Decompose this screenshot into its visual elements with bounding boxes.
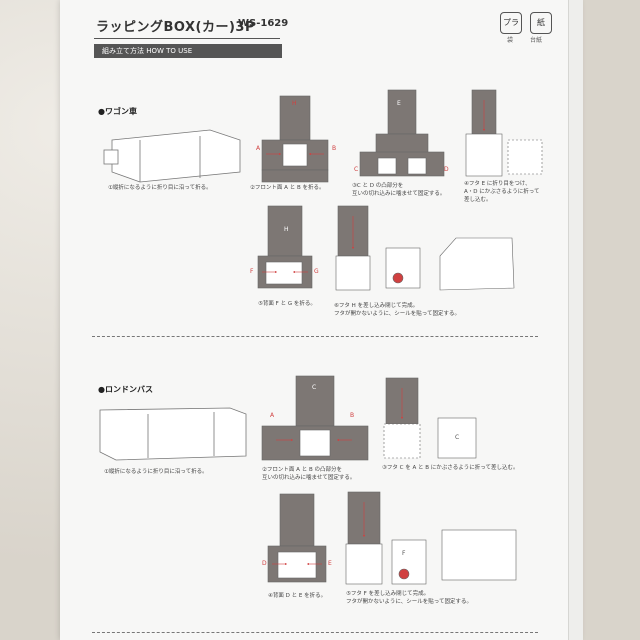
- label-c-wagon: C: [354, 166, 359, 173]
- section-divider: [92, 336, 538, 337]
- section-wagon-title: ●ワゴン車: [98, 107, 137, 116]
- label-e-wagon: H: [292, 100, 297, 107]
- label-b-bus: B: [350, 412, 355, 419]
- product-title: ラッピングBOX(カー)3P: [96, 20, 255, 35]
- title-rule: [94, 38, 280, 39]
- wagon-step2-caption: ②フロント面 A と B を折る。: [250, 185, 325, 191]
- wagon-step6-caption: ⑥フタ H を差し込み閉じて完成。 フタが開かないように、シールを貼って固定する…: [334, 303, 460, 317]
- wagon-step4-caption: ④フタ E に折り目をつけ、 A・D にかぶさるように折って 差し込む。: [464, 181, 540, 203]
- bus-step5-caption: ⑤フタ F を差し込み閉じて完成。 フタが開かないように、シールを貼って固定する…: [346, 591, 472, 605]
- bus-step3-diagram: [383, 377, 477, 459]
- bottom-divider: [92, 632, 538, 633]
- label-f-bus: F: [402, 550, 406, 557]
- recycle-pla-icon: プラ: [500, 12, 522, 34]
- product-code: WS-1629: [238, 18, 289, 29]
- bus-step4-caption: ④背面 D と E を折る。: [268, 593, 327, 599]
- sheet-edge: [568, 0, 583, 640]
- howto-bar: 組み立て方法 HOW TO USE: [94, 44, 282, 58]
- wagon-step3-caption: ③C と D の凸部分を 互いの切れ込みに噛ませて固定する。: [352, 183, 446, 197]
- bus-step1-diagram: [99, 407, 247, 461]
- recycle-paper-label: 台紙: [530, 37, 543, 44]
- wagon-step6-diagram: [335, 205, 515, 291]
- label-c2-bus: C: [455, 434, 460, 441]
- wagon-step1-caption: ①縦折になるように折り目に沿って折る。: [108, 185, 212, 191]
- label-d-wagon: D: [444, 166, 449, 173]
- bus-step4-diagram: [267, 493, 327, 583]
- bus-step5-diagram: [345, 491, 517, 585]
- wagon-step3-diagram: [359, 89, 445, 177]
- label-a-bus: A: [270, 412, 275, 419]
- wagon-step5-caption: ⑤背面 F と G を折る。: [258, 301, 316, 307]
- wagon-step5-diagram: [257, 205, 313, 289]
- bus-step1-caption: ①縦折になるように折り目に沿って折る。: [104, 469, 208, 475]
- bus-step2-caption: ②フロント面 A と B の凸部分を 互いの切れ込みに噛ませて固定する。: [262, 467, 356, 481]
- recycle-paper-icon: 紙: [530, 12, 552, 34]
- label-h-wagon: H: [284, 226, 289, 233]
- wagon-step2-diagram: [261, 95, 329, 183]
- label-e-bus: E: [328, 560, 332, 567]
- label-g-wagon: G: [314, 268, 319, 275]
- label-e2-wagon: E: [397, 100, 401, 107]
- label-c-bus: C: [312, 384, 317, 391]
- wagon-step1-diagram: [103, 129, 241, 183]
- section-bus-title: ●ロンドンバス: [98, 385, 153, 394]
- label-b-wagon: B: [332, 145, 337, 152]
- label-f-wagon: F: [250, 268, 254, 275]
- bus-step3-caption: ③フタ C を A と B にかぶさるように折って差し込む。: [382, 465, 519, 471]
- label-d-bus: D: [262, 560, 267, 567]
- recycle-pla-label: 袋: [507, 37, 514, 44]
- bus-step2-diagram: [261, 375, 369, 461]
- label-a-wagon: A: [256, 145, 261, 152]
- wagon-step4-diagram: [465, 89, 543, 177]
